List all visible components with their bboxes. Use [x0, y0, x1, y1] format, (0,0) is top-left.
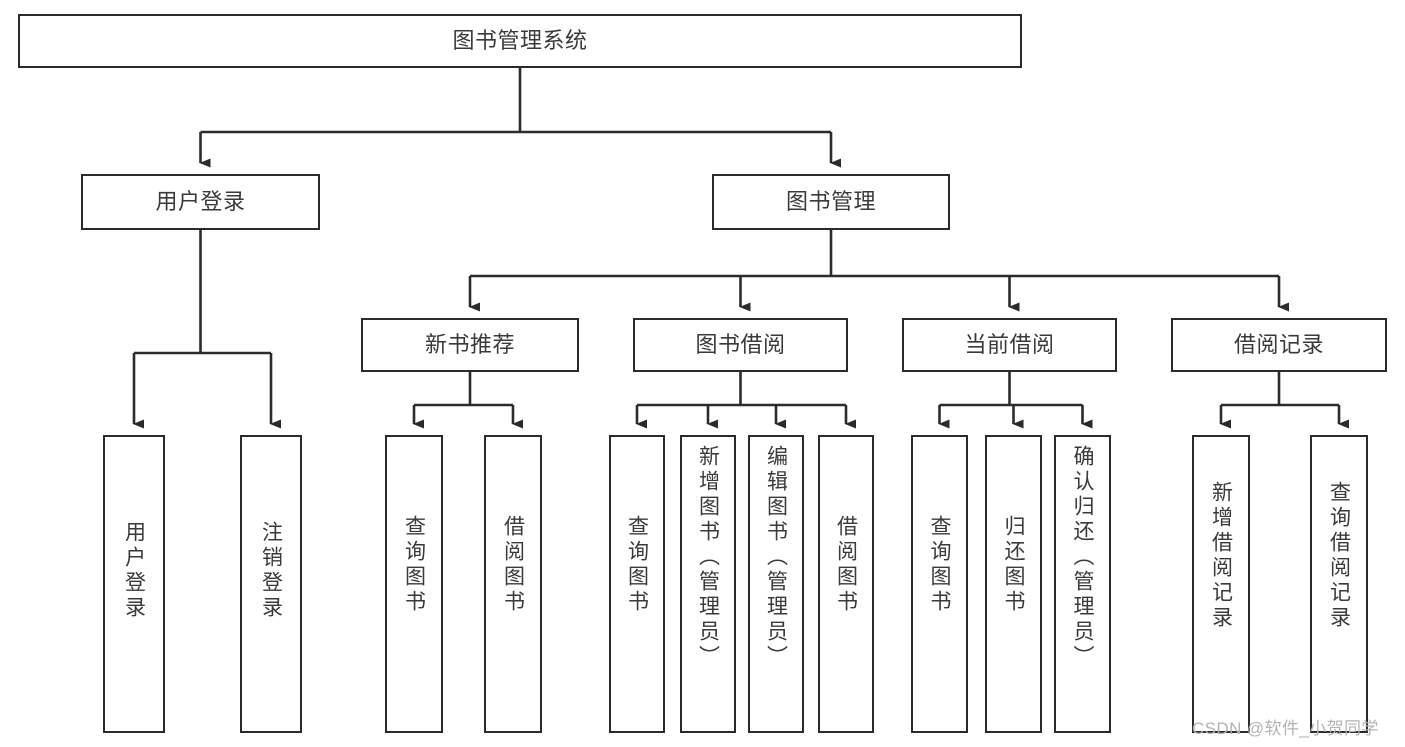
node-label: 用户登录 — [155, 189, 246, 215]
node-n-book-borrow[interactable]: 图书借阅 — [633, 318, 848, 372]
node-n-current-borrow[interactable]: 当前借阅 — [902, 318, 1117, 372]
node-l-query-borrow-record[interactable]: 查询借阅记录 — [1310, 435, 1368, 733]
node-l-query-book-cur[interactable]: 查询图书 — [911, 435, 968, 733]
node-n-root[interactable]: 图书管理系统 — [18, 14, 1022, 68]
node-label: 查询图书 — [402, 515, 426, 615]
node-label: 借阅图书 — [501, 515, 525, 615]
node-n-borrow-record[interactable]: 借阅记录 — [1171, 318, 1387, 372]
node-label: 图书管理 — [785, 189, 876, 215]
node-label: 新增借阅记录 — [1209, 481, 1233, 631]
node-l-borrow-book[interactable]: 借阅图书 — [818, 435, 874, 733]
node-l-confirm-return-admin[interactable]: 确认归还（管理员） — [1054, 435, 1111, 733]
node-label: 查询图书 — [625, 515, 649, 615]
node-label: 编辑图书（管理员） — [764, 445, 788, 670]
node-l-user-login[interactable]: 用户登录 — [103, 435, 165, 733]
node-label: 用户登录 — [122, 521, 146, 621]
node-label: 归还图书 — [1002, 515, 1025, 615]
node-l-user-logout[interactable]: 注销登录 — [240, 435, 302, 733]
node-l-query-book-rec[interactable]: 查询图书 — [385, 435, 443, 733]
node-label: 查询借阅记录 — [1327, 481, 1351, 631]
node-l-add-borrow-record[interactable]: 新增借阅记录 — [1192, 435, 1250, 733]
node-label: 借阅图书 — [834, 515, 858, 615]
node-label: 当前借阅 — [964, 332, 1055, 358]
node-label: 注销登录 — [259, 521, 283, 621]
node-l-return-book[interactable]: 归还图书 — [985, 435, 1042, 733]
node-l-edit-book-admin[interactable]: 编辑图书（管理员） — [748, 435, 804, 733]
node-l-borrow-book-rec[interactable]: 借阅图书 — [484, 435, 542, 733]
node-n-user-login[interactable]: 用户登录 — [81, 174, 320, 230]
node-label: 查询图书 — [928, 515, 951, 615]
node-n-new-book-rec[interactable]: 新书推荐 — [361, 318, 579, 372]
node-label: 新增图书（管理员） — [696, 445, 720, 670]
node-label: 新书推荐 — [424, 332, 515, 358]
node-label: 图书借阅 — [695, 332, 786, 358]
node-n-book-manage[interactable]: 图书管理 — [712, 174, 950, 230]
node-label: 图书管理系统 — [452, 28, 588, 54]
node-l-add-book-admin[interactable]: 新增图书（管理员） — [680, 435, 736, 733]
node-label: 借阅记录 — [1233, 332, 1324, 358]
node-label: 确认归还（管理员） — [1071, 445, 1094, 670]
node-l-query-book-borrow[interactable]: 查询图书 — [609, 435, 665, 733]
csdn-watermark: CSDN @软件_小贺同学 — [1192, 719, 1379, 738]
